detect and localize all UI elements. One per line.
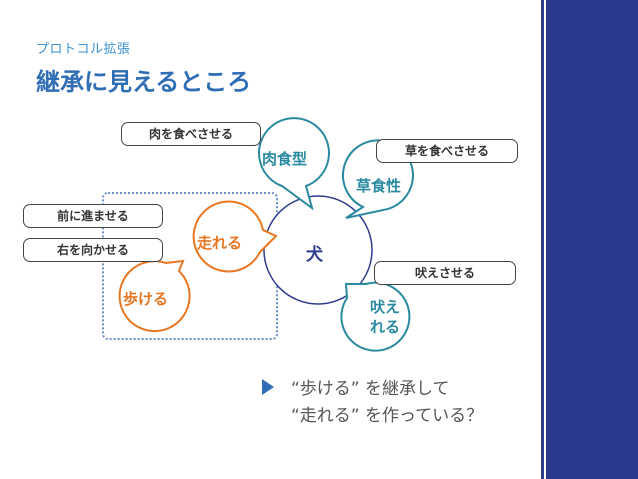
note-line-1: “歩ける” を継承して <box>291 379 450 399</box>
walk-bubble <box>118 259 191 333</box>
feed-meat-label: 肉を食べさせる <box>121 122 261 146</box>
bark-label-line1: 吠え <box>370 298 401 316</box>
slide-title: 継承に見えるところ <box>36 68 252 96</box>
bark-label-line2: れる <box>370 318 401 336</box>
right-accent-line <box>541 0 544 479</box>
herbivore-label: 草食性 <box>356 177 402 195</box>
center-label: 犬 <box>306 245 323 265</box>
feed-grass-label: 草を食べさせる <box>376 139 518 163</box>
bark-bubble <box>340 281 411 352</box>
run-label: 走れる <box>197 234 243 252</box>
section-label: プロトコル拡張 <box>36 42 131 57</box>
carnivore-bubble <box>258 117 330 211</box>
right-accent-bar <box>546 0 638 479</box>
note-line-2: “走れる” を作っている？ <box>291 406 484 426</box>
make-bark-label: 吠えさせる <box>374 261 516 285</box>
carnivore-label: 肉食型 <box>262 150 308 168</box>
move-forward-label: 前に進ませる <box>23 204 163 228</box>
run-bubble <box>192 200 278 273</box>
triangle-bullet-icon <box>262 379 274 395</box>
turn-right-label: 右を向かせる <box>23 238 163 262</box>
center-circle <box>263 195 373 305</box>
walk-label: 歩ける <box>123 290 169 308</box>
